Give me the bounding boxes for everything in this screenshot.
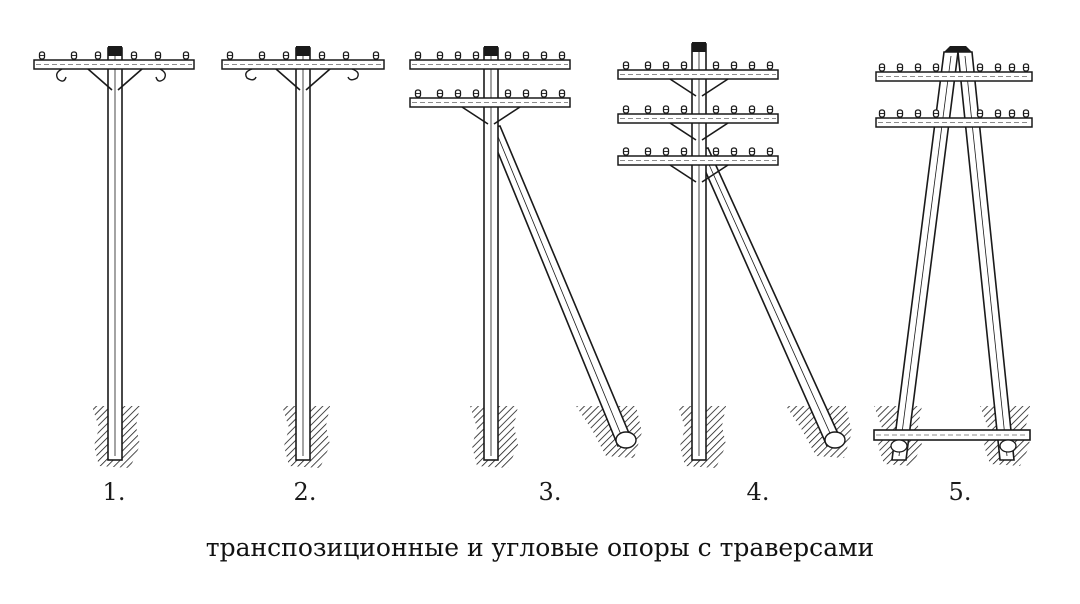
pole-5 <box>873 46 1033 466</box>
figure-caption: транспозиционные и угловые опоры с траве… <box>205 533 875 562</box>
pole-1-crossarm <box>33 51 195 91</box>
pole-1 <box>33 46 195 468</box>
pole-label-4: 4. <box>746 478 770 506</box>
pole-label-3: 3. <box>538 478 562 506</box>
pole-3-crossarms <box>409 51 571 125</box>
pole-5-base-beam <box>873 429 1031 453</box>
pole-5-crossarms <box>875 63 1033 128</box>
pole-4-strut <box>694 147 842 448</box>
pole-label-5: 5. <box>948 478 972 506</box>
pole-label-2: 2. <box>293 478 317 506</box>
pole-3 <box>409 46 642 468</box>
pole-2-crossarm <box>221 51 385 91</box>
pole-4 <box>617 42 852 468</box>
pole-4-crossarms <box>617 61 779 183</box>
pole-2 <box>221 46 385 468</box>
pole-label-1: 1. <box>102 478 126 506</box>
